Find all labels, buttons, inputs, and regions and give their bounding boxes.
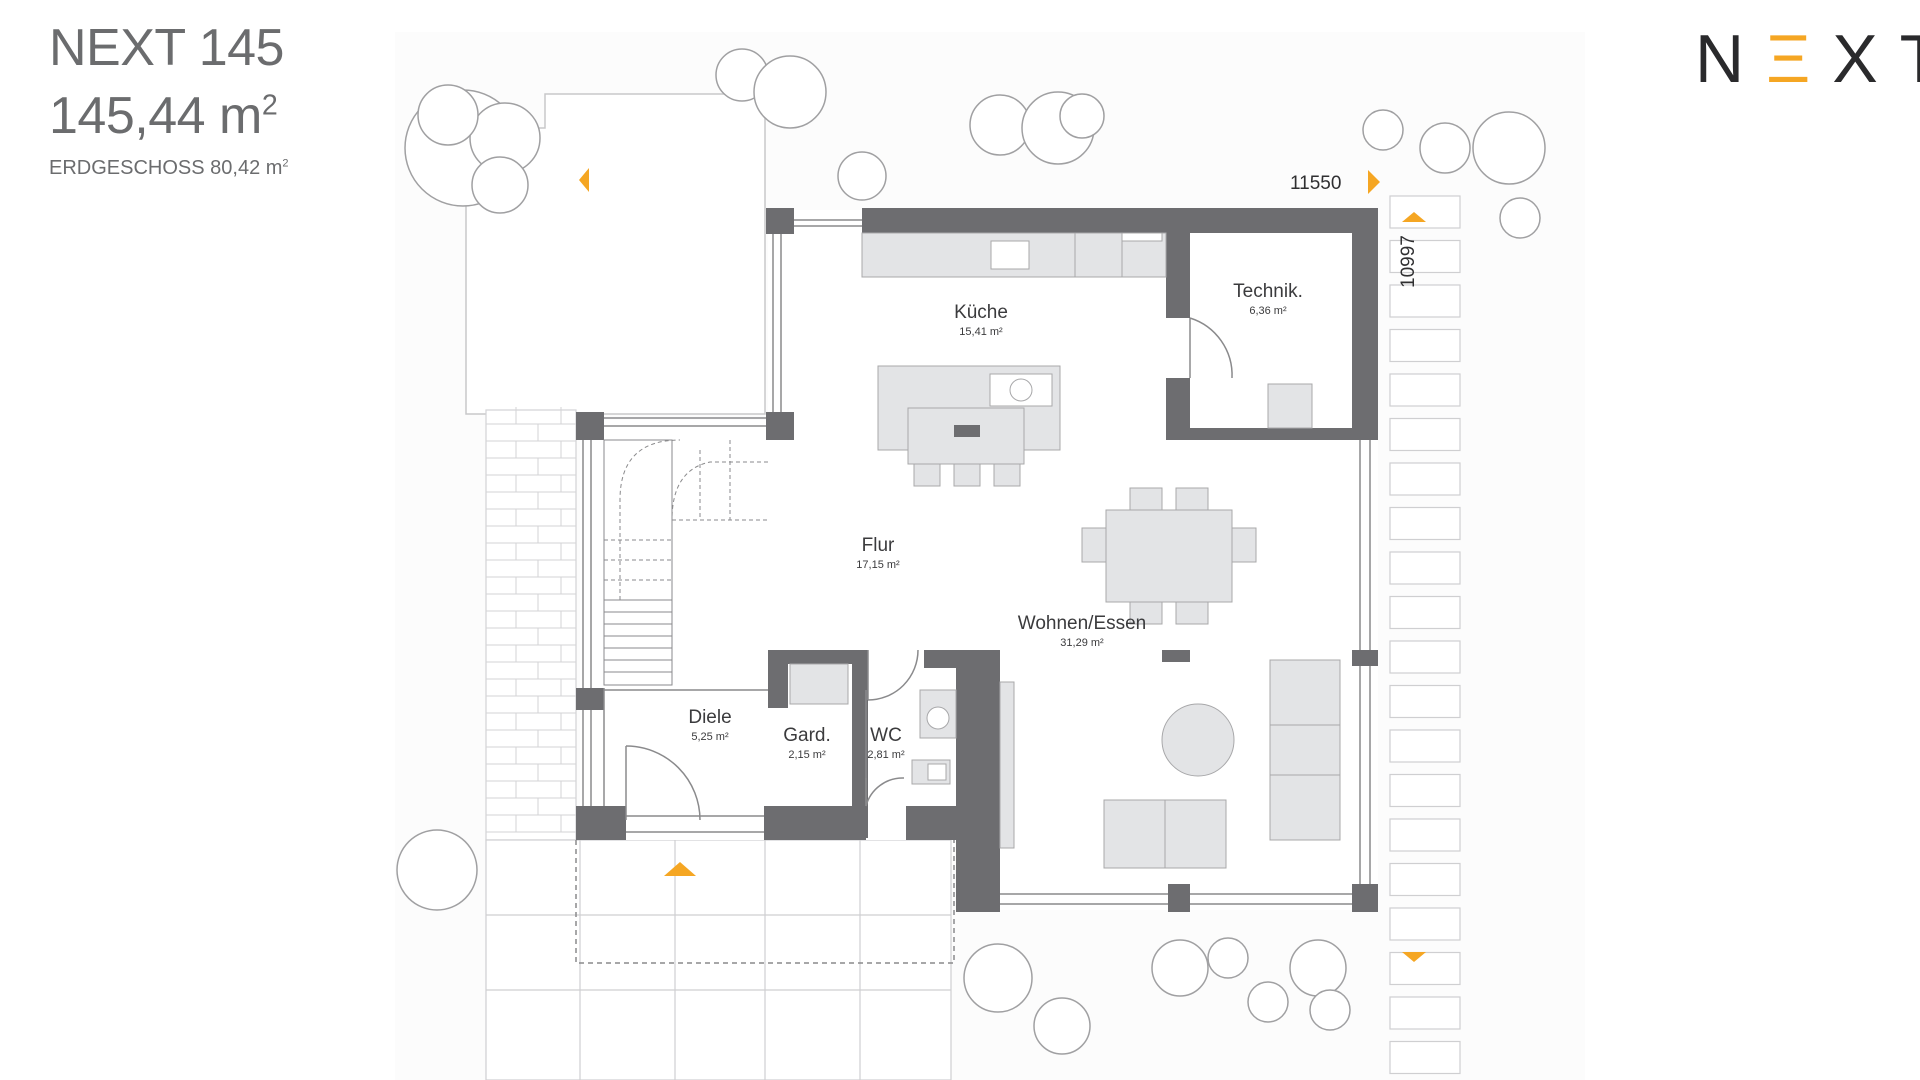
room-area-technik: 6,36 m²	[1249, 305, 1287, 317]
technik-unit	[1267, 383, 1313, 429]
entrance-arrow	[664, 862, 696, 876]
terrace-arrow-left	[579, 168, 589, 192]
width-dimension: 11550	[1290, 173, 1341, 194]
floor-label-exponent: 2	[282, 157, 289, 170]
room-area-diele: 5,25 m²	[691, 731, 729, 743]
paver-slab	[1389, 1040, 1461, 1075]
total-area-value: 145,44 m	[49, 87, 262, 145]
bath-fittings	[789, 663, 957, 785]
room-labels: Küche 15,41 m² Technik. 6,36 m² Flur 17,…	[688, 281, 1303, 761]
tree	[837, 151, 887, 201]
paver-slab	[1389, 996, 1461, 1030]
logo-letter-n: N	[1695, 21, 1767, 97]
room-label-wc: WC	[870, 725, 902, 746]
walls	[576, 208, 1378, 912]
floor-label-text: ERDGESCHOSS 80,42 m	[49, 157, 283, 179]
island-hob	[954, 425, 980, 437]
tree	[396, 829, 478, 911]
paver-slab	[1389, 907, 1461, 941]
paver-slab	[1389, 462, 1461, 496]
paver-slab	[1389, 417, 1461, 452]
paver-slab	[1389, 506, 1461, 541]
paver-slab	[1389, 951, 1461, 986]
depth-arrow-up	[1402, 212, 1426, 222]
tree	[1499, 197, 1541, 239]
logo-letter-e: Ξ	[1766, 21, 1833, 97]
total-area: 145,44 m2	[49, 86, 278, 146]
tree	[1362, 109, 1546, 185]
paver-slab	[1389, 195, 1461, 229]
plan-title: NEXT 145	[49, 19, 284, 77]
paver-slab	[1389, 239, 1461, 274]
tree	[715, 48, 827, 129]
dining-set	[1081, 487, 1257, 625]
depth-dimension: 10997	[1398, 235, 1419, 288]
trees	[396, 48, 1546, 1055]
chimney	[1162, 650, 1190, 662]
doors	[625, 317, 1233, 821]
paver-slab	[1389, 551, 1461, 585]
staircase	[603, 439, 768, 686]
paver-slab	[1389, 373, 1461, 407]
paver-slab	[1389, 729, 1461, 763]
paver-slab	[1389, 595, 1461, 630]
paver-slab	[1389, 640, 1461, 674]
tree	[969, 91, 1105, 165]
width-arrow-right	[1368, 170, 1380, 194]
tree	[1151, 937, 1289, 1023]
room-label-technik: Technik.	[1233, 281, 1303, 302]
logo-letters-xt: XT	[1832, 21, 1920, 97]
room-label-diele: Diele	[688, 707, 731, 728]
paver-slab	[1389, 862, 1461, 897]
room-area-gard: 2,15 m²	[788, 749, 826, 761]
room-area-flur: 17,15 m²	[856, 559, 900, 571]
paver-slab	[1389, 684, 1461, 719]
room-area-wc: 2,81 m²	[867, 749, 905, 761]
tree	[963, 943, 1091, 1055]
brick-pattern	[486, 407, 576, 833]
paver-slab	[1389, 773, 1461, 808]
kitchen-counter	[861, 232, 1167, 278]
room-label-kueche: Küche	[954, 302, 1008, 323]
room-area-wohnen: 31,29 m²	[1060, 637, 1104, 649]
room-label-wohnen: Wohnen/Essen	[1018, 613, 1147, 634]
entrance-paving	[485, 839, 952, 1080]
living-furniture	[999, 659, 1341, 869]
brand-logo: NΞXT	[1695, 20, 1920, 98]
paver-slab	[1389, 328, 1461, 363]
floor-label: ERDGESCHOSS 80,42 m2	[49, 157, 289, 180]
total-area-exponent: 2	[261, 89, 278, 122]
room-label-gard: Gard.	[783, 725, 831, 746]
side-paving	[1389, 195, 1461, 1075]
windows	[582, 219, 1371, 905]
paver-slab	[1389, 284, 1461, 318]
tree	[1289, 939, 1351, 1031]
depth-arrow-down	[1402, 952, 1426, 962]
tree	[404, 84, 541, 214]
paver-slab	[1389, 818, 1461, 852]
room-area-kueche: 15,41 m²	[959, 326, 1003, 338]
room-label-flur: Flur	[862, 535, 895, 556]
